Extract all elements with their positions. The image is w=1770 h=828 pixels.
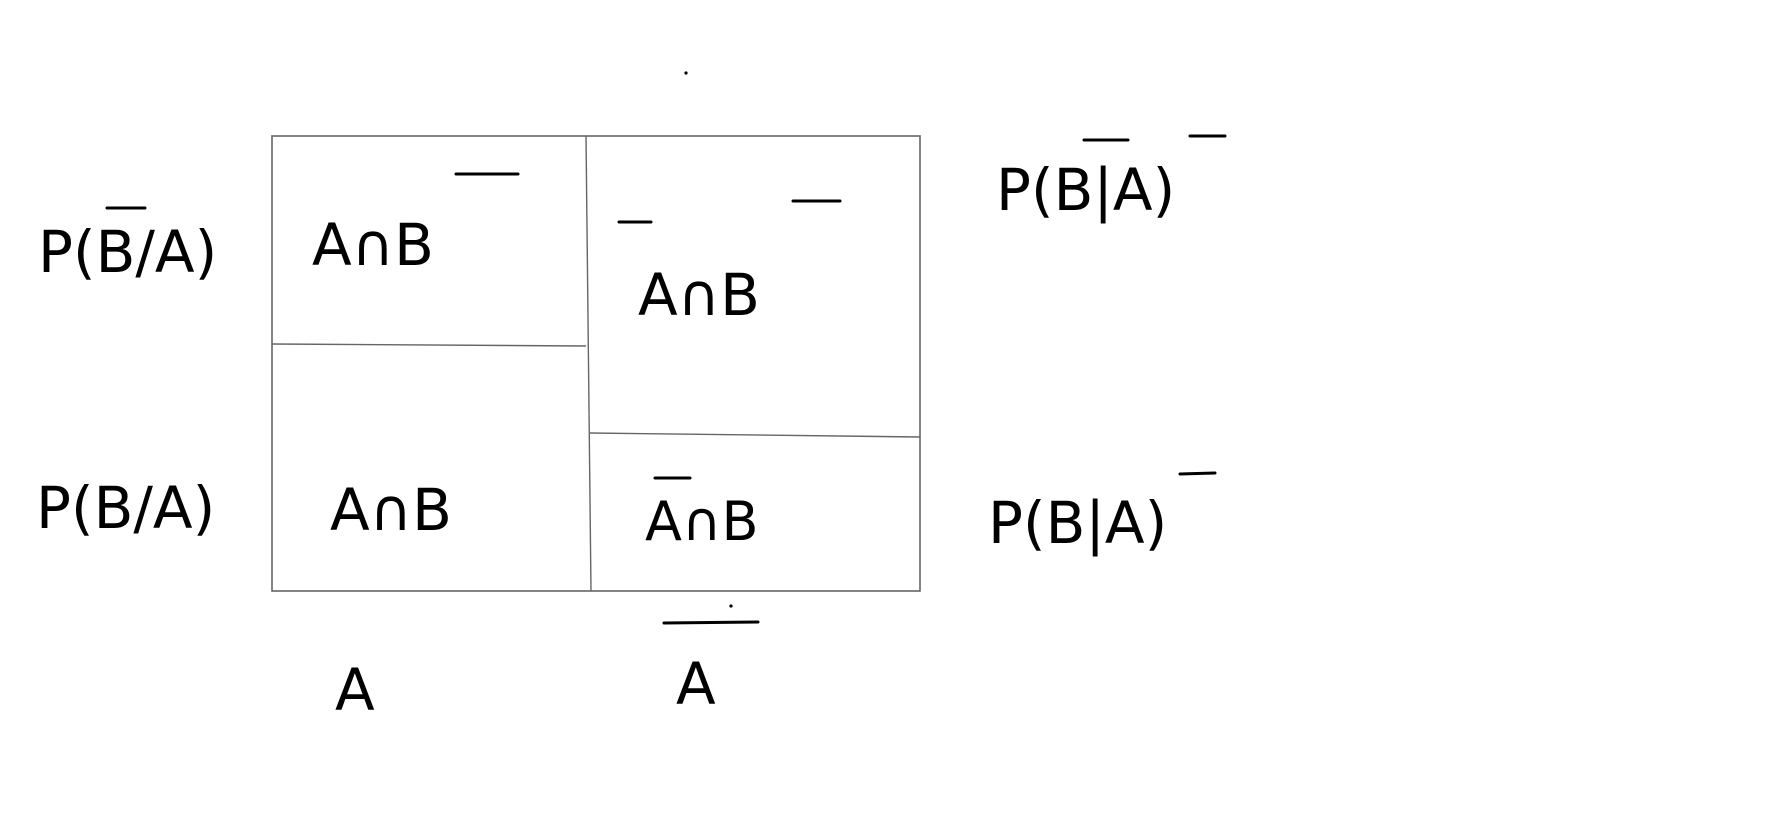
cell-bottom-left-text: A∩B [330, 476, 452, 544]
cell-top-right-text: A∩B [638, 261, 760, 329]
cell-bottom-right-text: A∩B [645, 490, 759, 553]
left-row-divider [271, 343, 587, 347]
left-label-top: P(B/A) [38, 218, 217, 286]
column-divider [585, 135, 592, 592]
right-label-bottom-overline [1178, 471, 1217, 476]
stray-dot-bottom [729, 604, 733, 608]
cell-top-left-text: A∩B [312, 211, 434, 279]
right-label-top: P(B|A) [996, 156, 1175, 224]
left-label-bottom: P(B/A) [36, 474, 215, 542]
stray-dot-top [684, 71, 688, 75]
right-label-bottom: P(B|A) [988, 489, 1167, 557]
column-label-a: A [335, 656, 375, 724]
probability-box [271, 135, 921, 592]
column-label-not-a: A [676, 650, 716, 718]
column-label-not-a-overline [662, 620, 760, 625]
right-row-divider [589, 432, 921, 438]
